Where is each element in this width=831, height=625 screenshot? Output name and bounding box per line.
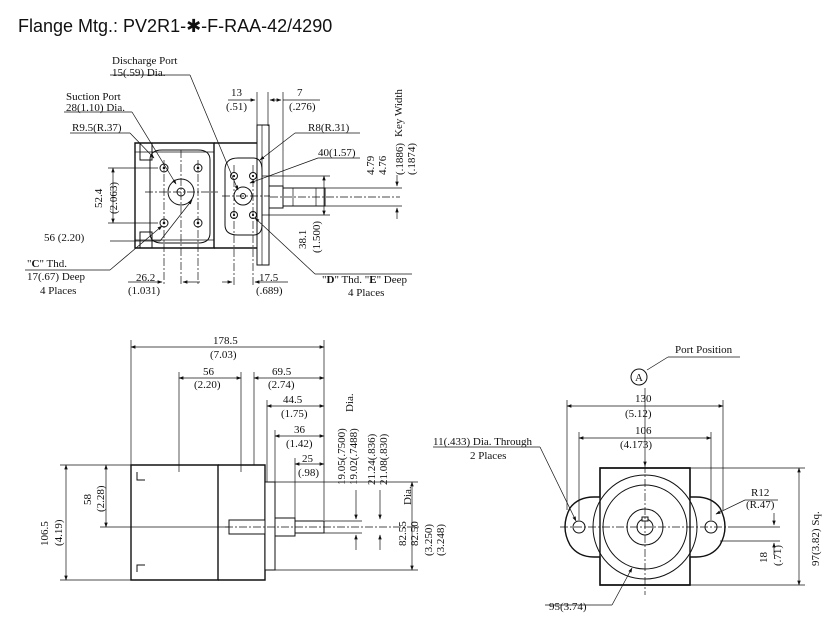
dim-58: 58 [82,494,94,506]
dim-52-4: 52.4 [93,188,105,208]
top-flange [256,124,270,266]
key-1886: (.1886) [394,143,406,175]
key-width-label: Key Width [393,89,405,137]
dim-38-1: 38.1 [297,230,309,249]
mount-hole-places: 2 Places [470,450,506,462]
c-thread-label: "C" Thd. [27,258,67,270]
dim-18-inch: (.71) [772,545,784,566]
pilot-dia-label: Dia. [402,486,414,505]
port-position-letter: A [635,372,643,384]
de-thread-places: 4 Places [348,287,384,299]
dim-26-2-inch: (1.031) [128,285,160,297]
pilot-3-248: (3.248) [435,524,447,556]
dim-7-inch: (.276) [289,101,316,113]
shaft-21-08: 21.08(.830) [378,433,390,485]
dim-36-inch: (1.42) [286,438,313,450]
dim-130: 130 [635,393,652,405]
dim-56-side: 56 [203,366,215,378]
suction-pad [149,149,211,244]
dim-18: 18 [758,552,770,564]
discharge-port-size: 15(.59) Dia. [112,67,166,79]
radius-12-inch: (R.47) [746,499,775,511]
side-flange [264,481,276,571]
radius-12-label: R12 [751,487,769,499]
dim-7: 7 [297,87,303,99]
dim-13: 13 [231,87,243,99]
shaft-19-05: 19.05(.7500) [336,428,348,485]
discharge-pad [224,157,263,236]
dim-25: 25 [302,453,314,465]
de-thread-label: "D" Thd. "E" Deep [322,274,408,286]
mount-hole-label: 11(.433) Dia. Through [433,436,532,448]
port-position-label: Port Position [675,344,733,356]
dim-13-inch: (.51) [226,101,247,113]
shaft-dia-label: Dia. [344,393,356,412]
top-view: Discharge Port 15(.59) Dia. Suction Port… [25,55,418,299]
side-view: 178.5 (7.03) 56 (2.20) 69.5 (2.74) 44.5 … [39,335,447,581]
dim-106-5-inch: (4.19) [53,519,65,546]
key-4-76: 4.76 [377,155,389,175]
radius-9-5-label: R9.5(R.37) [72,122,122,134]
c-thread-places: 4 Places [40,285,76,297]
dim-38-1-inch: (1.500) [311,221,323,253]
dim-25-inch: (.98) [298,467,319,479]
dim-106-inch: (4.173) [620,439,652,451]
pilot-82-55: 82.55 [397,521,409,546]
pilot-82-50: 82.50 [409,521,421,546]
dim-44-5-inch: (1.75) [281,408,308,420]
dim-26-2: 26.2 [136,272,155,284]
discharge-port-label: Discharge Port [112,55,177,67]
key-4-79: 4.79 [365,155,377,175]
dim-17-5-inch: (.689) [256,285,283,297]
front-view: Port Position A 130 (5.12) 106 (4.173) 1… [433,344,822,613]
side-body-left [130,464,219,581]
dim-17-5: 17.5 [259,272,279,284]
dim-44-5: 44.5 [283,394,303,406]
shaft-19-02: 19.02(.7488) [348,428,360,485]
dim-106: 106 [635,425,652,437]
drawing-title: Flange Mtg.: PV2R1-✱-F-RAA-42/4290 [18,16,332,36]
front-flange [564,467,726,586]
dim-58-inch: (2.28) [95,485,107,512]
radius-8-label: R8(R.31) [308,122,350,134]
dim-52-4-inch: (2.063) [108,182,120,214]
dim-69-5: 69.5 [272,366,292,378]
shaft-21-24: 21.24(.836) [366,433,378,485]
dim-106-5: 106.5 [39,521,51,546]
port-position-circle [630,368,648,386]
suction-port-size: 28(1.10) Dia. [66,102,125,114]
dim-56: 56 (2.20) [44,232,85,244]
dim-56-side-inch: (2.20) [194,379,221,391]
dim-178-5-inch: (7.03) [210,349,237,361]
pilot-3-250: (3.250) [423,524,435,556]
suction-port-label: Suction Port [66,91,121,103]
dim-69-5-inch: (2.74) [268,379,295,391]
key-1874: (.1874) [406,143,418,175]
c-thread-depth: 17(.67) Deep [27,271,86,283]
dim-40: 40(1.57) [318,147,356,159]
dim-178-5: 178.5 [213,335,238,347]
dim-130-inch: (5.12) [625,408,652,420]
square-97-label: 97(3.82) Sq. [810,511,822,566]
dim-36: 36 [294,424,306,436]
dim-95: 95(3.74) [549,601,587,613]
